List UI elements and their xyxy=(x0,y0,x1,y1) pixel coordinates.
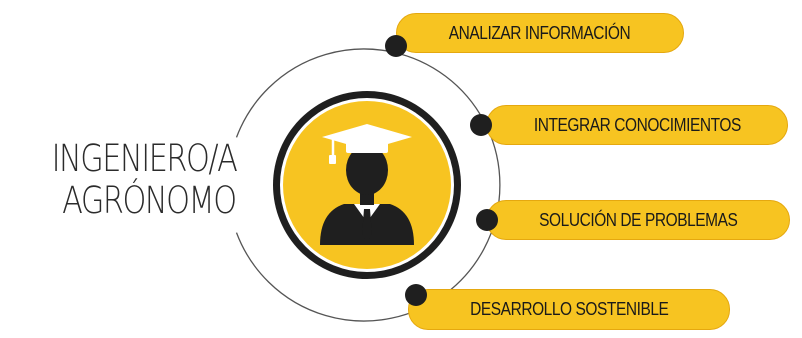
skill-bullet-dot xyxy=(470,114,492,136)
skill-bullet-dot xyxy=(476,209,498,231)
skill-pill-solucion: SOLUCIÓN DE PROBLEMAS xyxy=(486,200,790,240)
skill-bullet-dot xyxy=(405,284,427,306)
skill-label: DESARROLLO SOSTENIBLE xyxy=(469,299,669,319)
skill-pill-analizar: ANALIZAR INFORMACIÓN xyxy=(396,13,684,53)
skill-bullet-dot xyxy=(385,35,407,57)
skill-pill-integrar: INTEGRAR CONOCIMIENTOS xyxy=(486,105,788,145)
skill-label: ANALIZAR INFORMACIÓN xyxy=(449,22,631,43)
title-line-1: INGENIERO/A xyxy=(51,137,237,180)
title-line-2: AGRÓNOMO xyxy=(62,179,237,222)
outer-ring xyxy=(235,48,501,322)
skill-label: SOLUCIÓN DE PROBLEMAS xyxy=(538,209,738,230)
skill-label: INTEGRAR CONOCIMIENTOS xyxy=(533,114,741,135)
graduate-student-icon xyxy=(320,124,414,245)
skill-pill-desarrollo: DESARROLLO SOSTENIBLE xyxy=(408,289,730,330)
